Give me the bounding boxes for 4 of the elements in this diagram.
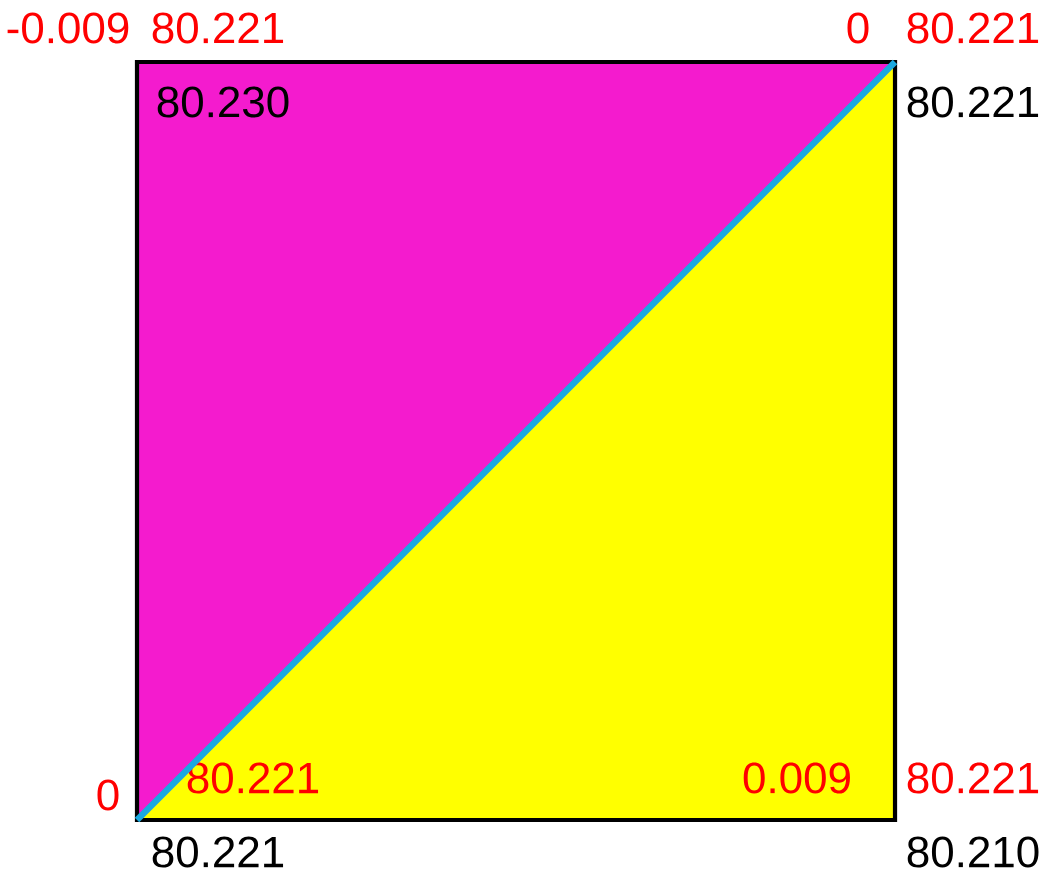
value-label: -0.009 [7,12,129,44]
value-label: 80.210 [907,836,1039,868]
value-label: 80.221 [907,12,1039,44]
triangle-region: 80.221 0.009 [187,762,850,794]
